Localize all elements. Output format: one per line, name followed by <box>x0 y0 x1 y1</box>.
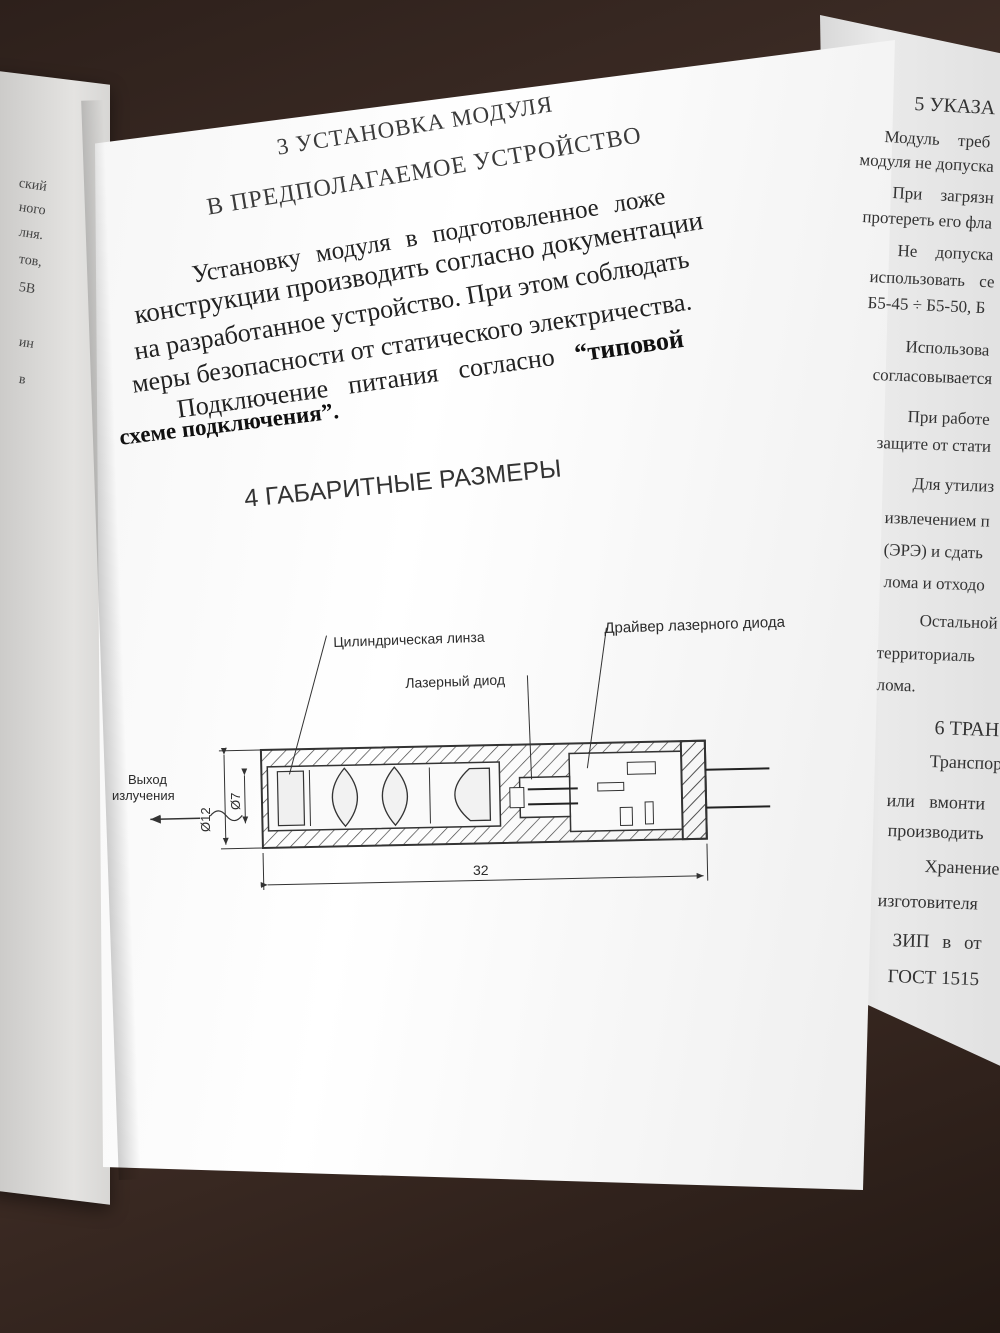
main-panel-sheet <box>95 40 895 1190</box>
dim-length-line <box>260 872 704 889</box>
dim-d7-line <box>241 768 249 824</box>
label-laser-diode: Лазерный диод <box>405 671 506 691</box>
driver-component <box>597 781 625 792</box>
label-dim-length: 32 <box>473 862 489 878</box>
label-driver: Драйвер лазерного диода <box>604 613 786 637</box>
diode-body <box>509 786 525 809</box>
driver-component <box>644 801 655 825</box>
label-dim-d12: Ø12 <box>198 807 213 832</box>
rear-cap <box>679 739 708 841</box>
lens-element <box>331 767 358 828</box>
output-wire <box>706 805 771 809</box>
diode-pin <box>528 802 579 806</box>
leader-driver <box>586 627 607 769</box>
leader-diode <box>526 675 533 780</box>
dim-d12-line <box>220 747 229 845</box>
label-output-line1: Выход <box>128 772 167 787</box>
dim-extension <box>706 843 709 881</box>
leader-lens <box>288 635 328 775</box>
driver-component <box>619 806 634 826</box>
lens-spacer <box>308 769 312 826</box>
lens-spacer <box>428 767 431 824</box>
dim-extension <box>220 847 263 850</box>
driver-component <box>626 761 656 775</box>
lens-element <box>454 767 492 822</box>
label-output-line2: излучения <box>112 788 175 803</box>
lens-element <box>381 766 408 827</box>
drawing-group <box>150 627 771 890</box>
beam-wave <box>209 810 243 822</box>
label-cylindrical-lens: Цилиндрическая линза <box>333 628 485 650</box>
diode-pin <box>527 787 578 791</box>
beam-arrow <box>150 814 201 824</box>
output-wire <box>705 767 770 771</box>
label-dim-d7: Ø7 <box>228 792 243 810</box>
